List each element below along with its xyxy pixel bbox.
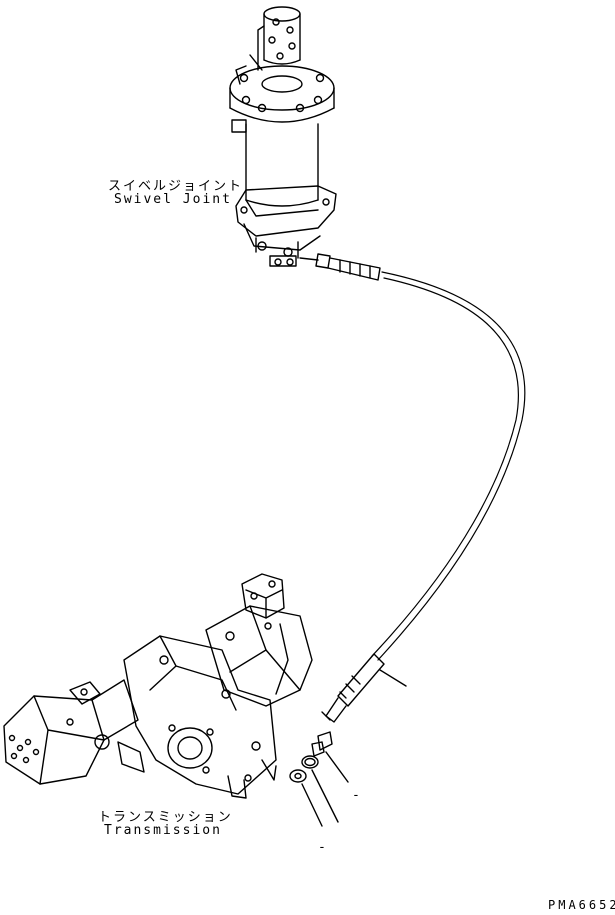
hydraulic-hose: [299, 253, 526, 723]
swivel-joint-label-jp: スイベルジョイント: [108, 179, 244, 194]
callout-mark: -: [352, 788, 362, 803]
fittings: [289, 731, 349, 827]
swivel-joint-label-en: Swivel Joint: [114, 192, 232, 207]
transmission-label-en: Transmission: [104, 823, 222, 838]
drawing-code: PMA6652: [548, 898, 615, 912]
transmission-label-jp: トランスミッション: [98, 810, 233, 825]
swivel-joint: [229, 6, 337, 267]
callout-mark: -: [318, 840, 328, 855]
transmission: [3, 573, 313, 799]
